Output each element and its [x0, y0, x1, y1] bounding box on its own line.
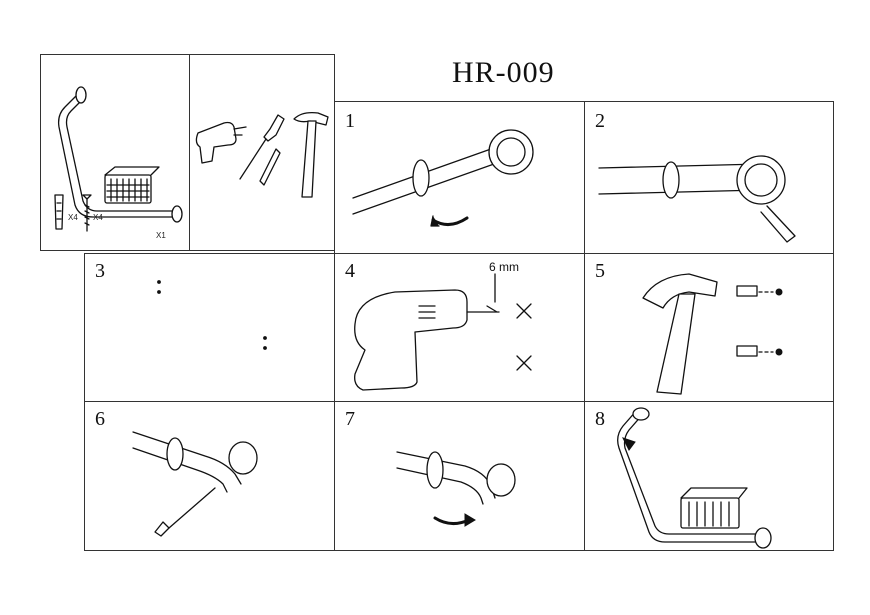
pencil-icon	[259, 148, 281, 186]
bar-quantity: X1	[156, 231, 166, 240]
step-3-panel: 3	[84, 253, 335, 402]
x-mark-icon	[516, 303, 532, 371]
anchor-quantity: X4	[68, 213, 78, 222]
step-number: 4	[345, 260, 355, 282]
drill-bit-size-label: 6 mm	[489, 260, 519, 274]
step-number: 6	[95, 408, 105, 430]
screwdriver-icon	[239, 114, 285, 180]
step-8-panel: 8	[584, 401, 834, 551]
anchor-icon	[54, 194, 64, 230]
step-number: 7	[345, 408, 355, 430]
step-number: 2	[595, 110, 605, 132]
step-6-panel: 6	[84, 401, 335, 551]
tools-panel	[189, 54, 335, 251]
rotate-arrow-icon	[622, 437, 636, 451]
step-number: 5	[595, 260, 605, 282]
screw-quantity: X4	[93, 213, 103, 222]
step-4-panel: 4 6 mm	[334, 253, 585, 402]
step-number: 8	[595, 408, 605, 430]
hammer-icon	[293, 111, 329, 198]
product-model-title: HR-009	[452, 56, 555, 89]
drill-icon	[195, 121, 247, 164]
screw-icon	[82, 194, 92, 232]
rotate-arrow-icon	[464, 513, 476, 527]
drill-icon	[354, 273, 500, 391]
parts-panel: X4 X4 X1	[40, 54, 190, 251]
grab-bar-with-basket-illustration	[54, 86, 183, 232]
step-5-panel: 5	[584, 253, 834, 402]
step-2-panel: 2	[584, 101, 834, 254]
hammer-icon	[642, 273, 718, 395]
anchor-icon	[736, 285, 774, 357]
step-7-panel: 7	[334, 401, 585, 551]
step-number: 3	[95, 260, 105, 282]
mark-point	[157, 280, 267, 350]
step-number: 1	[345, 110, 355, 132]
step-1-panel: 1	[334, 101, 585, 254]
